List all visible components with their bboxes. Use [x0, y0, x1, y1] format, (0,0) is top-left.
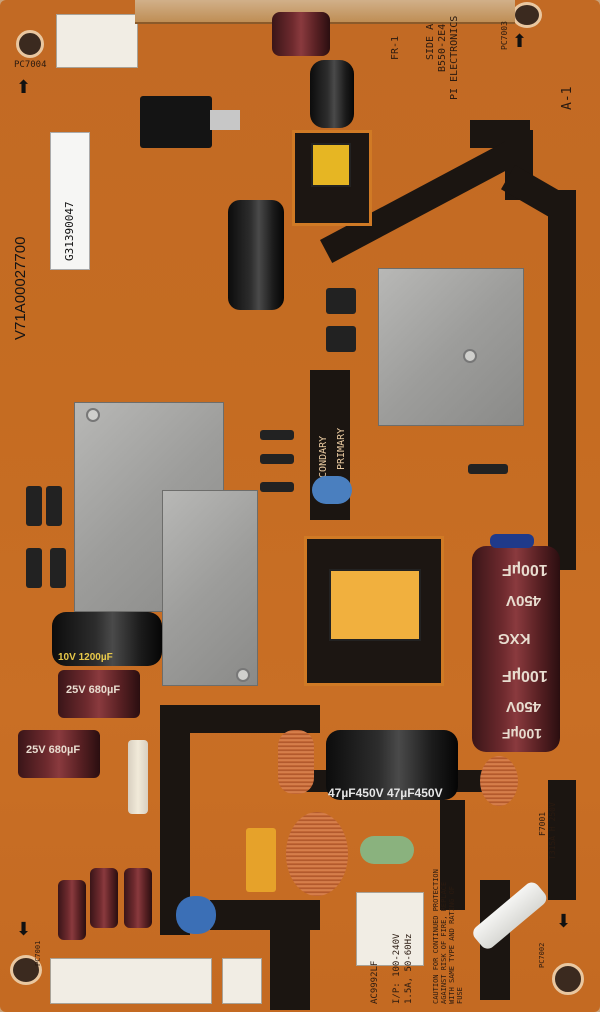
mounting-hole-top-left — [16, 30, 44, 58]
mounting-hole-top-right — [512, 2, 542, 28]
capacitor-small-3 — [124, 868, 152, 928]
board-part-number: V71A00027700 — [12, 236, 29, 340]
isolation-trace — [548, 190, 576, 570]
arrow-up-icon: ⬆ — [512, 31, 528, 51]
capacitor-output-mid: 10V 1200µF — [52, 612, 162, 666]
isolation-trace — [440, 800, 465, 910]
heatsink-screw — [236, 668, 250, 682]
serial-sticker: G31390047 — [50, 132, 90, 270]
main-transformer-core — [329, 569, 421, 641]
connector-small — [222, 958, 262, 1004]
corner-label: A-1 — [560, 86, 575, 110]
bulk-cap-value-2: 100µF — [502, 667, 548, 684]
diode — [260, 482, 294, 492]
caution-text: CAUTION FOR CONTINUED PROTECTION AGAINST… — [432, 869, 464, 1004]
input-rating: I/P: 100-240V — [392, 933, 402, 1004]
capacitor-black-mid — [228, 200, 284, 310]
heatsink-screw — [86, 408, 100, 422]
bulk-cap-value-3: 100µF — [502, 726, 542, 742]
maker-label: PI ELECTRONICS — [449, 15, 460, 100]
fuse-ref: F7001 — [538, 811, 547, 836]
arrow-down-icon: ⬇ — [556, 911, 572, 931]
cap-mid-text: 10V 1200µF — [58, 652, 113, 663]
inductor-coil — [278, 730, 314, 794]
ac-code: AC9992LF — [370, 960, 380, 1004]
capacitor-output-2: 25V 680µF — [18, 730, 100, 778]
isolation-trace — [270, 920, 310, 1010]
voltage-regulator — [140, 96, 212, 148]
diode — [50, 548, 66, 588]
inductor-coil — [480, 756, 518, 806]
input-current: 1.5A, 50-60Hz — [404, 933, 414, 1004]
connector-top-label: PC7004 — [14, 60, 47, 70]
main-transformer — [304, 536, 444, 686]
bulk-cap-voltage-2: 450V — [506, 698, 542, 715]
filter-capacitor-horizontal: 47µF450V 47µF450V — [326, 730, 458, 800]
fuse-rating: T315A H 250V — [548, 802, 557, 860]
bulk-capacitor: 100µF 450V KXG 100µF 450V 100µF — [472, 546, 560, 752]
diode — [260, 430, 294, 440]
capacitor-small-black — [310, 60, 354, 128]
isolation-trace — [160, 705, 320, 733]
connector-pc7001 — [50, 958, 212, 1004]
mounting-hole-bottom-left — [10, 955, 42, 985]
optocoupler — [326, 288, 356, 314]
optocoupler — [326, 326, 356, 352]
arrow-up-icon: ⬆ — [16, 77, 32, 97]
header-top-right-label: PC7003 — [500, 21, 509, 50]
bulk-cap-series: KXG — [498, 630, 531, 647]
connector-bottom-left-label: PC7001 — [34, 940, 42, 966]
x-capacitor — [246, 828, 276, 892]
connector-ac-input — [356, 892, 424, 966]
capacitor-small-2 — [90, 868, 118, 928]
diode — [26, 486, 42, 526]
power-resistor — [128, 740, 148, 814]
isolation-trace — [548, 780, 576, 900]
connector-bottom-right-label: PC7002 — [538, 942, 546, 968]
heatsink-secondary-lower — [162, 490, 258, 686]
arrow-down-icon: ⬇ — [16, 919, 32, 939]
diode — [26, 548, 42, 588]
bulk-cap-value: 100µF — [502, 561, 548, 578]
isolation-trace — [160, 705, 190, 935]
diode — [46, 486, 62, 526]
capacitor-small-1 — [58, 880, 86, 940]
diode — [468, 464, 508, 474]
heatsink-primary — [378, 268, 524, 426]
connector-pc7004 — [56, 14, 138, 68]
y-capacitor-green — [360, 836, 414, 864]
filter-cap-text: 47µF450V 47µF450V — [328, 786, 443, 800]
mounting-hole-bottom-right — [552, 963, 584, 995]
heatsink-screw — [463, 349, 477, 363]
diode — [260, 454, 294, 464]
transformer-core — [311, 143, 351, 187]
capacitor-top — [272, 12, 330, 56]
cap-left-2-text: 25V 680µF — [26, 744, 81, 756]
primary-zone-label: PRIMARY — [336, 427, 347, 470]
inductor-coil — [286, 812, 348, 896]
cap-left-1-text: 25V 680µF — [66, 684, 121, 696]
y-capacitor-blue — [312, 476, 352, 504]
standby-transformer — [292, 130, 372, 226]
model-code: B550-2E4 — [437, 23, 448, 72]
bulk-cap-top — [490, 534, 534, 548]
fr-mark: FR-1 — [390, 35, 401, 60]
y-capacitor-blue — [176, 896, 216, 934]
side-label: SIDE A — [425, 23, 436, 60]
regulator-tab — [210, 110, 240, 130]
capacitor-output-1: 25V 680µF — [58, 670, 140, 718]
barcode-text: G31390047 — [63, 201, 76, 261]
bulk-cap-voltage: 450V — [506, 592, 542, 609]
